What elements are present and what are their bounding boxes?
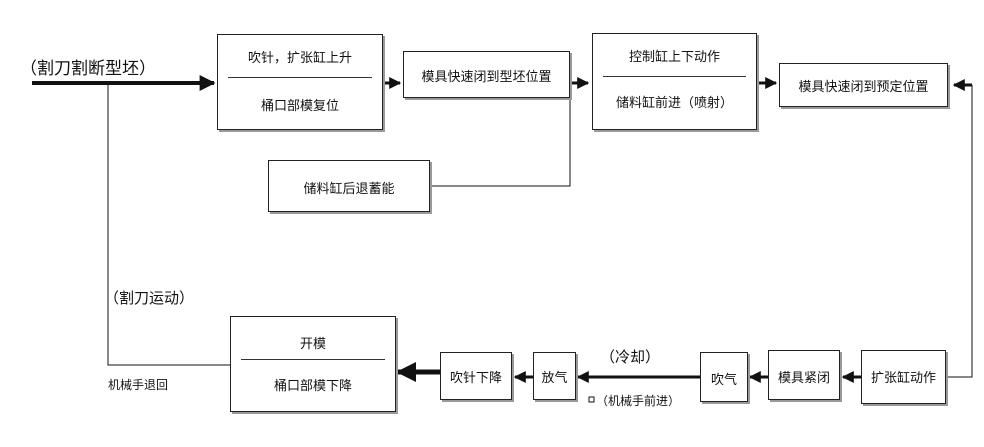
control-box-bottom-text: 储料缸前进（喷射） <box>615 96 733 111</box>
cutter-motion-label: （割刀运动） <box>104 289 195 307</box>
blowpin-box-bottom-text: 桶口部模复位 <box>260 99 339 114</box>
robot-forward-label: （机械手前进） <box>596 394 681 408</box>
open-box-divider <box>241 359 385 360</box>
mold-fast-close-parison-box: 模具快速闭到型坯位置 <box>403 51 570 98</box>
mold-lock-box: 模具紧闭 <box>768 350 840 400</box>
cutter-path-line <box>107 83 230 366</box>
control-box-divider <box>603 76 746 77</box>
expand-cylinder-text: 扩张缸动作 <box>870 371 936 386</box>
accumulator-connector <box>430 98 571 187</box>
right-return-line <box>948 85 973 378</box>
blow-text: 吹气 <box>710 373 737 388</box>
control-cylinder-box: 控制缸上下动作 储料缸前进（喷射） <box>592 33 757 130</box>
mold-fast-close-preset-text: 模具快速闭到预定位置 <box>798 80 929 95</box>
open-box-top-text: 开模 <box>299 337 326 352</box>
blowpin-box-top-text: 吹针，扩张缸上升 <box>247 51 352 66</box>
blowpin-down-text: 吹针下降 <box>449 371 502 386</box>
mold-fast-close-parison-text: 模具快速闭到型坯位置 <box>421 70 552 85</box>
exhaust-box: 放气 <box>533 352 576 400</box>
open-mold-box: 开模 桶口部模下降 <box>230 316 396 412</box>
exhaust-text: 放气 <box>541 371 568 386</box>
mold-fast-close-preset-box: 模具快速闭到预定位置 <box>779 63 948 107</box>
open-box-bottom-text: 桶口部模下降 <box>273 379 352 394</box>
blowpin-expand-box: 吹针，扩张缸上升 桶口部模复位 <box>217 34 383 130</box>
robot-retract-label: 机械手退回 <box>108 378 169 392</box>
blowpin-box-divider <box>228 77 372 78</box>
accumulator-retract-box: 储料缸后退蓄能 <box>268 160 430 212</box>
cooling-label: （冷却） <box>600 348 661 366</box>
control-box-top-text: 控制缸上下动作 <box>628 50 720 65</box>
blow-box: 吹气 <box>700 352 748 402</box>
expand-cylinder-box: 扩张缸动作 <box>861 350 946 404</box>
accumulator-retract-text: 储料缸后退蓄能 <box>303 182 395 197</box>
start-label: （割刀割断型坯） <box>20 59 156 79</box>
mold-lock-text: 模具紧闭 <box>777 371 830 386</box>
blowpin-down-box: 吹针下降 <box>440 352 512 400</box>
small-square-mark <box>588 396 595 403</box>
